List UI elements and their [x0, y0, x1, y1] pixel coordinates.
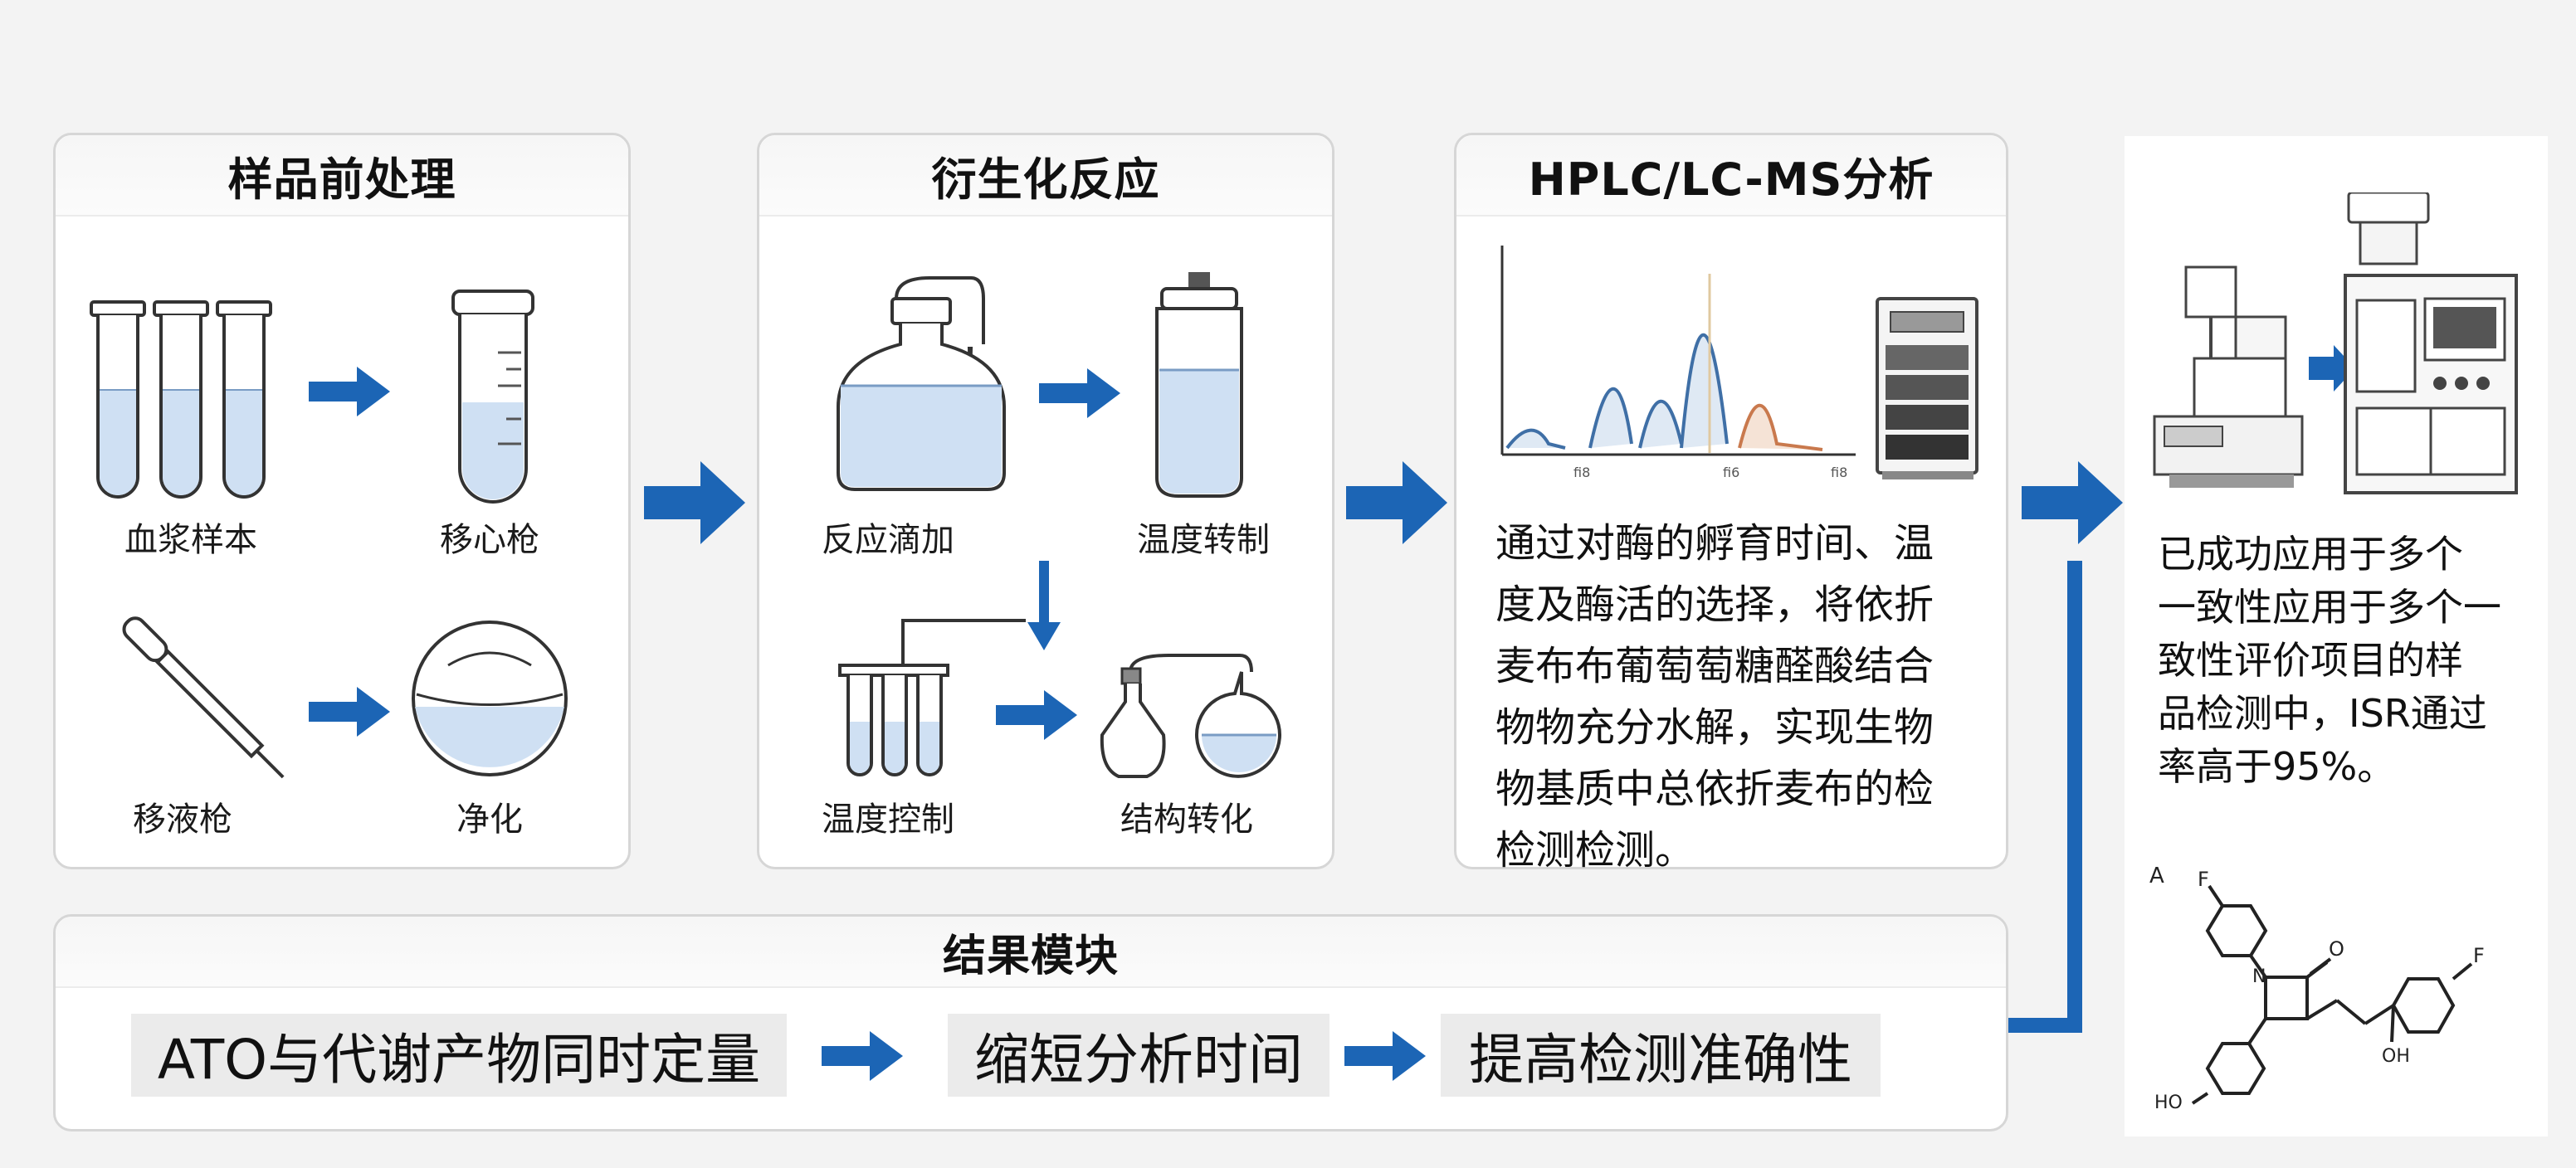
result-item-quantification: ATO与代谢产物同时定量: [131, 1014, 787, 1097]
label-plasma-sample: 血浆样本: [124, 521, 257, 559]
description-line: 一致性应用于多个一: [2158, 585, 2501, 630]
label-temperature-conversion: 温度转制: [1137, 521, 1270, 559]
panel-title-hplc: HPLC/LC-MS分析: [1456, 135, 2006, 217]
panel-hplc: HPLC/LC-MS分析: [1454, 133, 2008, 869]
panel-sample-prep: 样品前处理: [53, 133, 631, 869]
pipette-icon: [122, 616, 285, 779]
label-pipette: 移液枪: [133, 801, 232, 839]
test-tubes-icon: [90, 300, 272, 499]
hplc-instrument-icon: [1876, 297, 1978, 479]
flow-arrow-icon: [2022, 461, 2123, 544]
structure-label: OH: [2382, 1046, 2410, 1067]
description-line: 检测检测。: [1495, 827, 1695, 874]
application-description: 已成功应用于多个 一致性应用于多个一 致性评价项目的样 品检测中，ISR通过 率…: [2158, 528, 2548, 793]
flow-arrow-icon: [1346, 461, 1447, 544]
chromatogram-icon: fi8 fi6 fi8: [1500, 246, 1856, 480]
description-line: 麦布布葡萄萄糖醛酸结合: [1495, 643, 1934, 689]
label-structure-conversion: 结构转化: [1120, 801, 1253, 839]
structure-label: HO: [2154, 1093, 2183, 1113]
label-temperature-control: 温度控制: [822, 801, 954, 839]
structure-label: N: [2252, 966, 2266, 987]
arrow-right-icon: [309, 367, 390, 416]
flasks-icon: [1100, 654, 1281, 778]
description-line: 品检测中，ISR通过: [2158, 691, 2487, 736]
label-pipette-gun: 移心枪: [440, 521, 539, 559]
structure-label: A: [2149, 864, 2164, 888]
chemical-structure-icon: A F O F OH HO N: [2149, 864, 2485, 1113]
tube-rack-icon: [838, 619, 1026, 776]
description-line: 率高于95%。: [2158, 744, 2396, 789]
structure-label: F: [2473, 944, 2485, 967]
description-line: 已成功应用于多个: [2158, 532, 2463, 577]
axis-tick-label: fi8: [1573, 465, 1590, 480]
purification-dish-icon: [412, 620, 568, 776]
flow-arrow-icon: [644, 461, 745, 544]
axis-tick-label: fi8: [1831, 465, 1847, 480]
result-item-time: 缩短分析时间: [948, 1014, 1329, 1097]
wash-bottle-icon: [837, 276, 1006, 491]
structure-label: O: [2329, 937, 2344, 961]
reaction-jar-icon: [1155, 272, 1243, 498]
arrow-right-icon: [309, 687, 390, 737]
description-line: 通过对酶的孵育时间、温: [1495, 520, 1934, 567]
description-line: 物物充分水解，实现生物: [1495, 704, 1934, 751]
description-line: 致性评价项目的样: [2158, 638, 2463, 683]
label-purification: 净化: [456, 801, 523, 839]
graduated-tube-icon: [451, 290, 534, 504]
arrow-down-icon: [1027, 561, 1061, 650]
arrow-right-icon: [822, 1031, 903, 1081]
panel-title-sample-prep: 样品前处理: [56, 135, 628, 217]
description-line: 度及酶活的选择，将依折: [1495, 582, 1934, 628]
label-reaction-dropping: 反应滴加: [822, 521, 954, 559]
arrow-right-icon: [1039, 368, 1120, 418]
structure-label: F: [2198, 868, 2209, 891]
arrow-right-icon: [996, 690, 1077, 740]
arrow-right-icon: [1344, 1031, 1426, 1081]
result-item-accuracy: 提高检测准确性: [1441, 1014, 1881, 1097]
panel-title-results: 结果模块: [56, 917, 2006, 988]
hplc-description: 通过对酶的孵育时间、温 度及酶活的选择，将依折 麦布布葡萄萄糖醛酸结合 物物充分…: [1495, 513, 1993, 881]
description-line: 物基质中总依折麦布的检: [1495, 766, 1934, 812]
axis-tick-label: fi6: [1723, 465, 1739, 480]
panel-title-derivatization: 衍生化反应: [759, 135, 1332, 217]
lab-instruments-icon: [2153, 192, 2518, 494]
